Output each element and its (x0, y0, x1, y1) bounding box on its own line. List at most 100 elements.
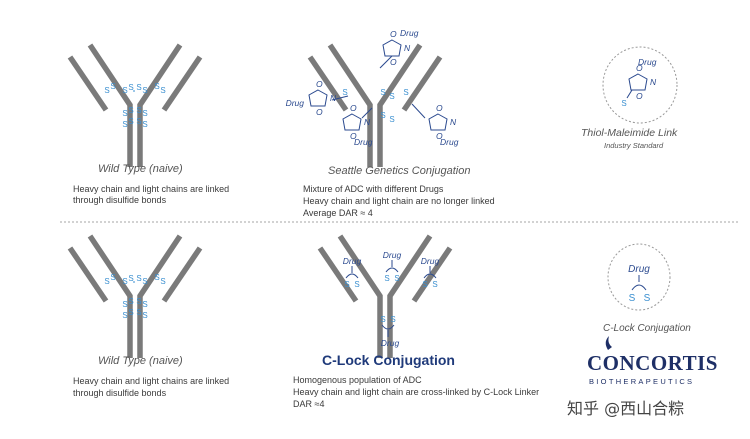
drug-label: Drug (421, 256, 440, 266)
sulfur-label: S (644, 293, 651, 304)
thiol-title: Thiol-Maleimide Link (581, 127, 678, 139)
light-chain (67, 246, 109, 303)
clock-bridge (381, 324, 395, 330)
sulfur-label: S (422, 280, 427, 289)
clock-bridge (631, 284, 647, 291)
sulfur-label: S (380, 111, 385, 120)
wild-type-bottom-desc-1: Heavy chain and light chains are linked (73, 376, 230, 386)
drug-label: Drug (383, 250, 402, 260)
sulfur-label: S (128, 106, 133, 115)
clock-desc-2: Heavy chain and light chain are cross-li… (293, 387, 540, 397)
heavy-chain (387, 234, 433, 358)
oxygen-label: O (316, 107, 323, 117)
sulfur-label: S (621, 99, 626, 108)
clock-icon-title: C-Lock Conjugation (603, 323, 691, 334)
drug-label: Drug (400, 28, 419, 38)
sulfur-label: S (122, 86, 127, 95)
light-chain (401, 55, 443, 112)
sulfur-label: S (128, 117, 133, 126)
sulfur-label: S (380, 88, 385, 97)
sulfur-label: S (142, 109, 147, 118)
linker (411, 103, 426, 119)
oxygen-label: O (316, 79, 323, 89)
seattle-desc-2: Heavy chain and light chain are no longe… (303, 196, 495, 206)
clock-bridge (423, 273, 437, 279)
drug-label: Drug (343, 256, 362, 266)
heavy-chain (337, 234, 383, 358)
linker (331, 95, 349, 101)
linker (379, 55, 393, 69)
heavy-chain (377, 43, 423, 167)
sulfur-label: S (136, 117, 141, 126)
oxygen-label: O (436, 131, 443, 141)
seattle-antibody (307, 43, 443, 167)
sulfur-label: S (142, 277, 147, 286)
oxygen-label: O (436, 103, 443, 113)
drug-label: Drug (381, 338, 400, 348)
sulfur-label: S (342, 88, 347, 97)
sulfur-label: S (122, 277, 127, 286)
brand-logo-name: CONCORTIS (587, 351, 718, 375)
watermark: 知乎 @西山合粽 (567, 399, 685, 418)
sulfur-label: S (142, 86, 147, 95)
oxygen-label: O (390, 29, 397, 39)
clock-desc-1: Homogenous population of ADC (293, 375, 422, 385)
wild-type-top-desc-1: Heavy chain and light chains are linked (73, 184, 230, 194)
light-chain (317, 246, 359, 303)
seattle-title: Seattle Genetics Conjugation (328, 165, 471, 177)
linker (626, 89, 633, 99)
clock-desc-3: DAR ≈4 (293, 399, 325, 409)
sulfur-label: S (122, 300, 127, 309)
oxygen-label: O (350, 131, 357, 141)
maleimide-ring (342, 113, 362, 131)
oxygen-label: O (636, 91, 643, 101)
drug-label: Drug (354, 137, 373, 147)
oxygen-label: O (636, 63, 643, 73)
wild-type-top-desc-2: through disulfide bonds (73, 195, 167, 205)
sulfur-label: S (122, 311, 127, 320)
oxygen-label: O (390, 57, 397, 67)
nitrogen-label: N (650, 77, 657, 87)
sulfur-label: S (389, 115, 394, 124)
sulfur-label: S (142, 300, 147, 309)
brand-logo-mark (605, 336, 612, 350)
light-chain (161, 55, 203, 112)
heavy-chain (327, 43, 373, 167)
nitrogen-label: N (450, 117, 457, 127)
sulfur-label: S (136, 308, 141, 317)
sulfur-label: S (354, 280, 359, 289)
sulfur-label: S (403, 88, 408, 97)
heavy-chain (87, 234, 133, 358)
thiol-subtitle: Industry Standard (604, 141, 664, 150)
sulfur-label: S (344, 280, 349, 289)
maleimide-ring (308, 89, 328, 107)
light-chain (307, 55, 349, 112)
clock-bridge (345, 273, 359, 279)
drug-label: Drug (628, 264, 650, 275)
sulfur-label: S (128, 297, 133, 306)
sulfur-label: S (142, 120, 147, 129)
sulfur-label: S (128, 274, 133, 283)
linker (361, 107, 373, 119)
wild-type-bottom-antibody (67, 234, 203, 358)
sulfur-label: S (136, 83, 141, 92)
sulfur-label: S (122, 109, 127, 118)
heavy-chain (137, 43, 183, 167)
wild-type-top-title: Wild Type (naive) (98, 163, 183, 175)
sulfur-label: S (154, 273, 159, 282)
drug-label: Drug (638, 57, 657, 67)
wild-type-top-antibody (67, 43, 203, 167)
sulfur-label: S (629, 293, 636, 304)
drug-label: Drug (286, 98, 305, 108)
nitrogen-label: N (404, 43, 411, 53)
clock-title: C-Lock Conjugation (322, 352, 455, 368)
